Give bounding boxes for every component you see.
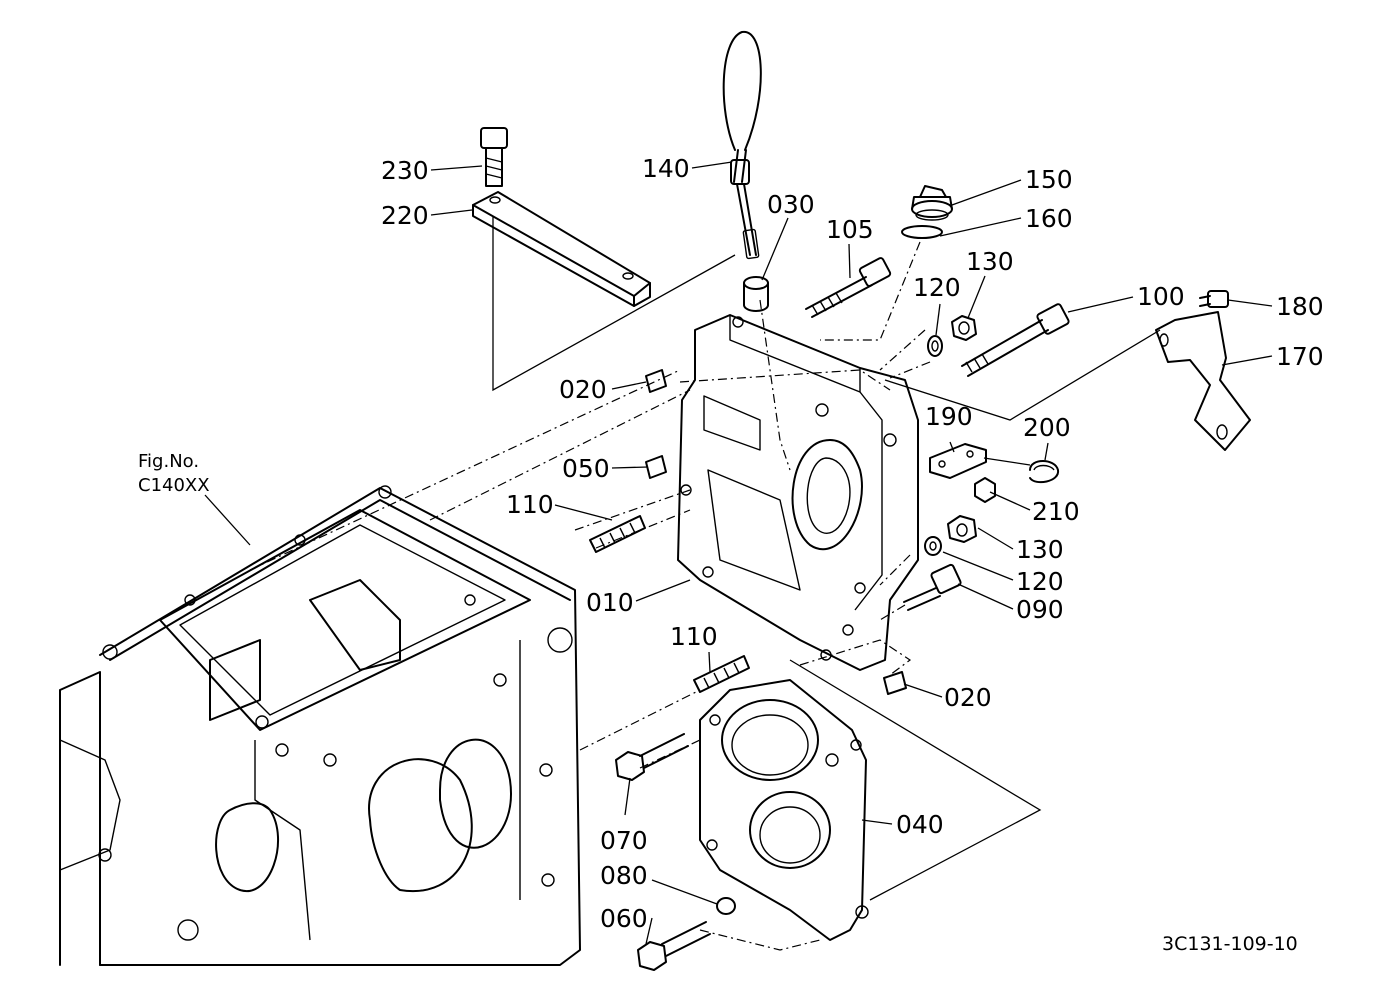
callout-030: 030 [767,190,815,219]
callout-040: 040 [896,810,944,839]
transmission-case-reference [59,485,581,966]
callout-labels: 230 220 140 030 105 150 160 120 130 100 … [381,154,1324,933]
callout-200: 200 [1023,413,1071,442]
part-120-washer-top [927,335,943,357]
drawing-number: 3C131-109-10 [1162,933,1298,955]
callout-110-upper: 110 [506,490,554,519]
assembly-lines [249,216,1161,951]
part-120-washer-lower [924,536,942,556]
callout-020-lower: 020 [944,683,992,712]
part-170-bracket [1155,311,1251,451]
callout-120-lower: 120 [1016,567,1064,596]
part-110-stud-lower [693,655,750,693]
part-180-bolt [1199,290,1229,308]
callout-110-lower: 110 [670,622,718,651]
part-230-bolt [480,127,508,187]
part-100-bolt [961,303,1070,377]
callout-100: 100 [1137,282,1185,311]
part-200-clip [1029,460,1060,484]
callout-020-top: 020 [559,375,607,404]
callout-130-top: 130 [966,247,1014,276]
part-020-pin-top [645,369,667,393]
part-190-plate [929,443,987,479]
part-160-oring [901,225,943,239]
part-130-nut-lower [947,515,977,543]
callout-010: 010 [586,588,634,617]
part-150-cap [911,185,953,221]
callout-090: 090 [1016,595,1064,624]
callout-150: 150 [1025,165,1073,194]
callout-070: 070 [600,826,648,855]
part-080-washer [716,897,736,915]
callout-180: 180 [1276,292,1324,321]
part-040-cover [699,679,869,941]
figure-ref-line1: Fig.No. [138,451,199,472]
callout-190: 190 [925,402,973,431]
callout-050: 050 [562,454,610,483]
callout-leaders [204,161,1273,945]
part-060-bolt [637,921,711,971]
callout-210: 210 [1032,497,1080,526]
callout-170: 170 [1276,342,1324,371]
part-140-dipstick [722,30,762,260]
part-050-pin [645,455,667,479]
part-210-bolt [974,477,996,503]
figure-ref-line2: C140XX [138,475,210,496]
figure-reference: Fig.No. C140XX [138,451,210,496]
callout-080: 080 [600,861,648,890]
part-130-nut-top [951,315,977,341]
callout-105: 105 [826,215,874,244]
callout-140: 140 [642,154,690,183]
part-030-bushing [743,276,769,312]
callout-060: 060 [600,904,648,933]
part-020-pin-lower [883,671,907,695]
callout-120-top: 120 [913,273,961,302]
callout-160: 160 [1025,204,1073,233]
part-090-bolt [903,563,962,611]
part-070-bolt [615,733,689,781]
callout-230: 230 [381,156,429,185]
part-105-bolt [805,257,892,318]
callout-130-lower: 130 [1016,535,1064,564]
part-220-bar [472,191,651,307]
callout-220: 220 [381,201,429,230]
